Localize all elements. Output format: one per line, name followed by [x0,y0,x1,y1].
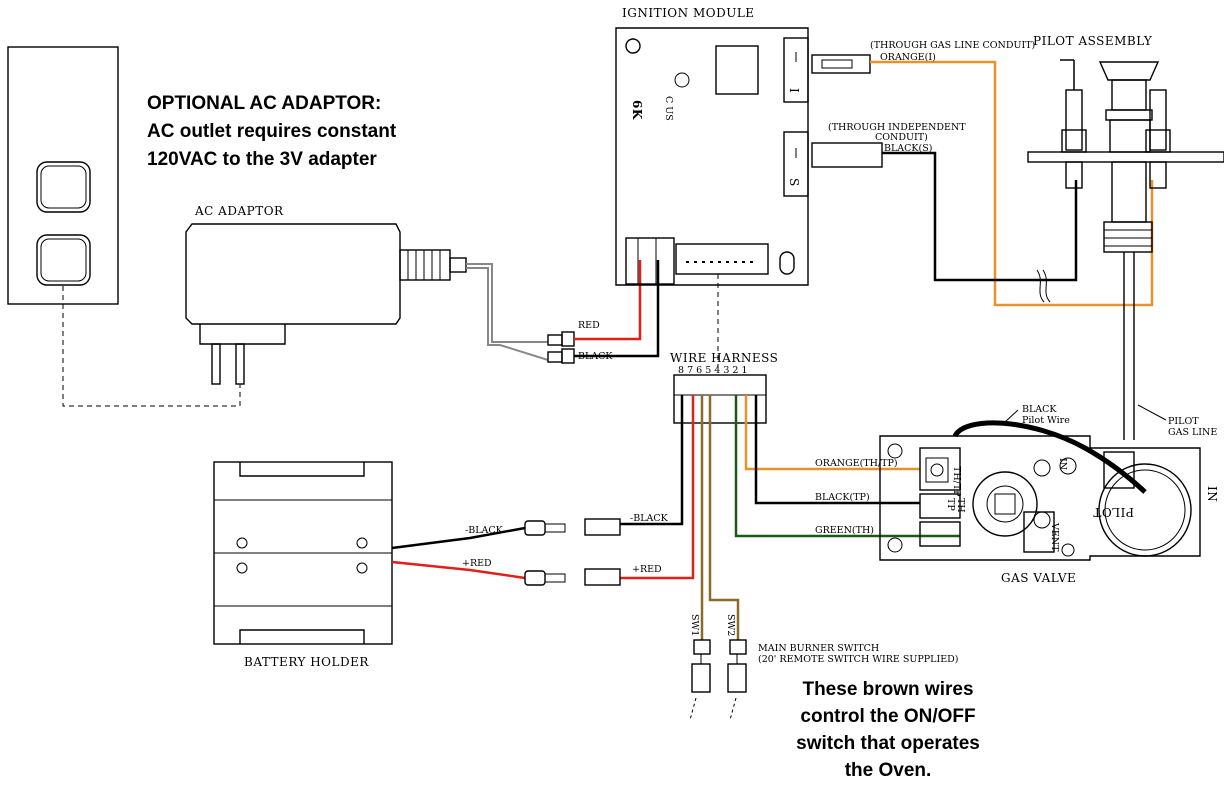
orange-th-tp-wire [744,395,920,471]
battery-neg-label: -BLACK [465,525,504,536]
harness-neg-label: -BLACK [630,513,669,524]
sw2-label: SW2 [725,614,736,636]
harness-black-wire [620,395,684,526]
switch-connectors [689,639,747,721]
adaptor-note-line-1: OPTIONAL AC ADAPTOR: [147,93,382,114]
brown-wire-sw2 [708,395,740,640]
ac-adaptor: AC ADAPTOR [185,204,467,385]
harness-pos-label: +RED [632,564,662,575]
terminal-s-connector [811,142,883,168]
harness-red-wire [620,395,695,580]
brown-wires-note: These brown wires control the ON/OFF swi… [748,676,1028,784]
pilot-assembly-label: PILOT ASSEMBLY [1033,34,1153,48]
wire-harness: WIRE HARNESS 8 7 6 5 4 3 2 1 [670,351,778,424]
battery-holder: BATTERY HOLDER [213,461,393,669]
main-burner-switch-label-1: MAIN BURNER SWITCH [758,643,879,654]
adaptor-red-label: RED [578,320,600,331]
valve-pilot-label: PILOT [1093,505,1134,519]
wire-break-mark [1036,269,1045,303]
brown-note-line-4: the Oven. [844,760,932,781]
green-th-wire [734,395,960,538]
valve-in-label: IN [1205,486,1219,502]
terminal-i-connector [811,54,871,74]
pilot-wire-label-2: Pilot Wire [1022,415,1070,426]
adaptor-cable-gray-1 [466,263,548,343]
gas-valve-label: GAS VALVE [1001,571,1076,585]
terminal-s-label: S [787,178,801,187]
pilot-gas-line-label-1: PILOT [1168,416,1199,427]
orange-i-label-2: ORANGE(I) [880,52,936,63]
ignition-module: IGNITION MODULE C US 6K I S [615,6,809,286]
module-cert: C US [663,96,674,121]
adaptor-connectors [547,331,575,364]
harness-pin-numbers: 8 7 6 5 4 3 2 1 [678,365,748,376]
valve-tp-label: TP [945,498,956,511]
green-th-label: GREEN(TH) [815,525,874,536]
terminal-i-label: I [787,88,801,93]
adaptor-black-label: BLACK [578,351,613,362]
black-s-wire [882,151,1078,282]
battery-holder-label: BATTERY HOLDER [244,655,369,669]
battery-pos-label: +RED [462,558,492,569]
main-burner-switch-label-2: (20' REMOTE SWITCH WIRE SUPPLIED) [758,654,959,665]
battery-connectors [524,518,621,586]
valve-th-tp-label: TH/TP [951,466,962,497]
battery-black-wire [391,526,526,550]
orange-i-label-1: (THROUGH GAS LINE CONDUIT) [870,40,1035,51]
ignition-module-label: IGNITION MODULE [622,6,755,20]
pilot-wire-label-1: BLACK [1022,404,1057,415]
battery-red-wire [391,560,526,580]
brown-note-line-2: control the ON/OFF [800,706,976,727]
adaptor-cable-gray-2 [466,267,549,361]
ac-adaptor-label: AC ADAPTOR [194,204,284,218]
adaptor-note-line-3: 120VAC to the 3V adapter [147,149,377,170]
pilot-gas-line-label-2: GAS LINE [1168,427,1217,438]
valve-vent-label: VENT [1049,522,1060,552]
wire-harness-label: WIRE HARNESS [670,351,778,365]
adaptor-note-line-2: AC outlet requires constant [147,121,397,142]
pilot-assembly: PILOT ASSEMBLY [1027,34,1224,253]
module-code: 6K [630,100,644,120]
adaptor-black-wire [574,260,660,358]
adaptor-red-wire [574,260,642,341]
optional-ac-adaptor-note: OPTIONAL AC ADAPTOR: AC outlet requires … [147,90,507,174]
orange-i-wire [870,60,1154,307]
brown-note-line-1: These brown wires [802,679,974,700]
black-s-label-1: (THROUGH INDEPENDENT [828,122,966,133]
brown-note-line-3: switch that operates [796,733,980,754]
outlet-dashed-cord [62,286,241,407]
wall-outlet [7,46,119,305]
orange-th-tp-label: ORANGE(TH/TP) [815,458,898,469]
valve-in2-label: IN [1057,458,1068,470]
black-s-label-3: BLACK(S) [884,143,932,154]
black-s-label-2: CONDUIT) [875,132,928,143]
black-pilot-wire [952,420,1147,494]
valve-th-label: TH [955,498,966,513]
sw1-label: SW1 [689,614,700,636]
black-tp-wire [754,395,920,505]
gas-valve: TH/TP TP TH VENT IN IN PILOT GAS VALVE [879,435,1219,585]
black-tp-label: BLACK(TP) [815,492,870,503]
